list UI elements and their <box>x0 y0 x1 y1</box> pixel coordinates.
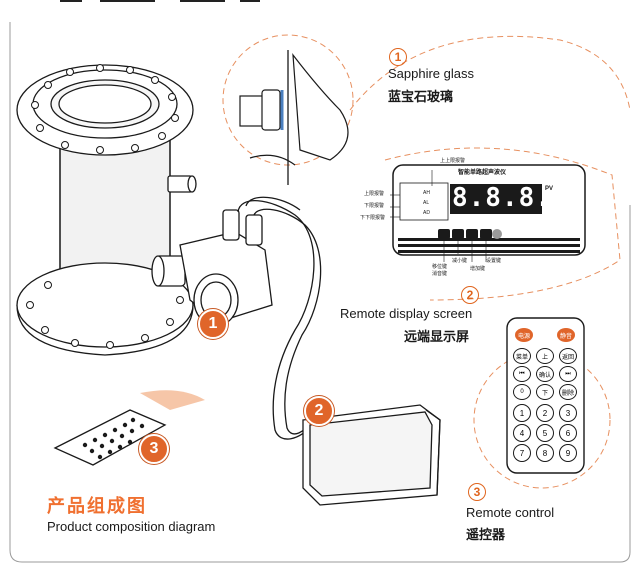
sapphire-detail-bubble <box>222 34 354 185</box>
cropped-heading-fragment <box>180 0 225 2</box>
remote-label-en: Remote control <box>466 505 555 520</box>
panel-left-label-1: 上限报警 <box>364 191 385 197</box>
remote-digit-key: 1 <box>513 404 531 422</box>
remote-digit-key: 9 <box>559 444 577 462</box>
remote-label-zh: 遥控器 <box>466 527 506 542</box>
panel-led-al: AL <box>423 200 430 206</box>
cropped-heading-fragment <box>60 0 82 2</box>
callout-number-2: 2 <box>461 286 479 304</box>
figure-title-zh: 产品组成图 <box>47 496 147 516</box>
remote-detail-bubble <box>473 351 611 489</box>
remote-digit-key: 7 <box>513 444 531 462</box>
remote-digit-key: 3 <box>559 404 577 422</box>
panel-key-label-1: 减小键 <box>452 258 468 264</box>
panel-unit: PV <box>545 186 554 192</box>
remote-digit-key: 5 <box>536 424 554 442</box>
cropped-heading-fragment <box>100 0 155 2</box>
remote-power-key: 电源 <box>515 328 533 342</box>
panel-key-label-2: 增加键 <box>470 266 486 272</box>
badge-1: 1 <box>198 309 228 339</box>
tablet-display-illustration <box>302 404 441 506</box>
panel-key-label-4: 移位键 <box>432 264 448 270</box>
remote-nav-key: 菜单 <box>513 348 531 364</box>
outer-frame <box>9 22 631 563</box>
panel-left-label-2: 下限报警 <box>364 203 385 209</box>
figure-title-en: Product composition diagram <box>47 519 216 534</box>
callout-number-3: 3 <box>468 483 486 501</box>
badge-2: 2 <box>304 396 334 426</box>
remote-media-key: ⏮ <box>513 366 531 382</box>
panel-header: 智能单路超声波仪 <box>458 170 507 176</box>
badge-3: 3 <box>139 434 169 464</box>
small-remote-illustration <box>53 390 205 466</box>
display-panel-drawing <box>390 164 586 262</box>
signal-cable <box>237 196 322 440</box>
display-label-en: Remote display screen <box>340 306 473 321</box>
remote-digit-key: 4 <box>513 424 531 442</box>
panel-key-label-3: 设置键 <box>486 258 502 264</box>
panel-top-label: 上上限报警 <box>440 158 466 164</box>
panel-led-ah: AH <box>423 190 430 196</box>
sapphire-label-en: Sapphire glass <box>388 66 474 81</box>
remote-digit-key: 2 <box>536 404 554 422</box>
remote-edit-key: 0 <box>513 384 531 400</box>
remote-digit-key: 8 <box>536 444 554 462</box>
flange-bolt-holes <box>26 64 184 349</box>
display-label-zh: 远端显示屏 <box>404 329 470 344</box>
callout-number-1: 1 <box>389 48 407 66</box>
sapphire-label-zh: 蓝宝石玻璃 <box>388 89 454 104</box>
panel-buttons <box>438 229 502 239</box>
remote-nav-key: 返回 <box>559 348 577 364</box>
remote-edit-key: 删除 <box>559 384 577 400</box>
cropped-heading-fragment <box>240 0 260 2</box>
remote-mute-key: 静音 <box>557 328 575 342</box>
remote-media-key: 确认 <box>536 366 554 382</box>
remote-edit-key: 下 <box>536 384 554 400</box>
panel-key-label-5: 消音键 <box>432 271 448 277</box>
panel-digits: 8.8.8.8. <box>452 183 586 213</box>
remote-media-key: ⏭ <box>559 366 577 382</box>
panel-left-label-3: 下下限报警 <box>360 215 386 221</box>
remote-digit-key: 6 <box>559 424 577 442</box>
remote-nav-key: 上 <box>536 348 554 364</box>
pipe-flowmeter-illustration <box>16 64 273 356</box>
dash-arc-display <box>384 147 621 301</box>
panel-led-ad: AD <box>423 210 430 216</box>
